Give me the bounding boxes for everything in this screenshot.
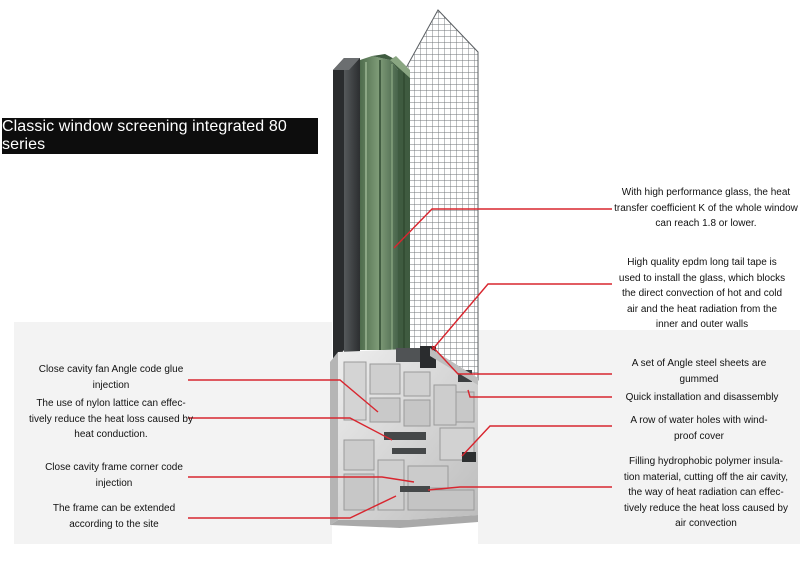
callout-nylon-lattice: The use of nylon lattice can effec- tive… (28, 396, 194, 443)
callout-line: A row of water holes with wind- (630, 415, 768, 426)
callout-line: the direct convection of hot and cold (621, 288, 783, 299)
callout-line: The frame can be extended (52, 503, 176, 514)
callout-line: tion material, cutting off the air cavit… (623, 471, 789, 483)
callout-line: can reach 1.8 or lower. (655, 218, 757, 229)
callout-line: With high performance glass, the heat (621, 187, 791, 198)
callout-line: air and the heat radiation from the (626, 303, 778, 315)
leader-lines-right (393, 208, 612, 491)
callout-line: according to the site (69, 518, 159, 530)
callout-line: High quality epdm long tail tape is (627, 257, 777, 268)
callout-quick-install: Quick installation and disassembly (614, 390, 790, 406)
profile-cross-section (330, 346, 478, 528)
callout-line: Close cavity frame corner code (45, 462, 183, 473)
callout-line: tively reduce the heat loss caused by (29, 413, 193, 425)
callout-line: The use of nylon lattice can effec- (36, 398, 186, 409)
callout-line: heat conduction. (74, 429, 148, 440)
right-background-panel (478, 330, 800, 544)
callout-line: Filling hydrophobic polymer insula- (629, 456, 783, 467)
callout-line: air convection (675, 518, 737, 529)
callout-line: used to install the glass, which blocks (618, 272, 786, 284)
callout-line: inner and outer walls (655, 319, 749, 330)
callout-angle-steel: A set of Angle steel sheets are gummed (614, 356, 784, 387)
callout-line: proof cover (673, 430, 725, 442)
callout-line: injection (92, 379, 130, 391)
callout-line: injection (95, 477, 133, 489)
callout-glass-k: With high performance glass, the heat tr… (612, 185, 800, 232)
insulated-glass-panes (360, 54, 410, 352)
callout-frame-extended: The frame can be extended according to t… (44, 501, 184, 532)
callout-water-holes: A row of water holes with wind- proof co… (614, 413, 784, 444)
callout-line: tively reduce the heat loss caused by (624, 502, 788, 514)
callout-line: transfer coefficient K of the whole wind… (614, 202, 798, 214)
callout-line: A set of Angle steel sheets are (631, 358, 767, 369)
callout-line: Quick installation and disassembly (625, 392, 779, 403)
callout-polymer-fill: Filling hydrophobic polymer insula- tion… (612, 454, 800, 532)
callout-line: the way of heat radiation can effec- (628, 487, 784, 498)
left-background-panel (14, 322, 332, 544)
callout-line: Close cavity fan Angle code glue (38, 364, 184, 375)
callout-fan-corner-glue: Close cavity fan Angle code glue injecti… (34, 362, 188, 393)
aluminium-outer-frame (333, 58, 360, 365)
callout-line: gummed (679, 373, 719, 385)
leader-lines-left (188, 379, 415, 519)
callout-frame-corner-code: Close cavity frame corner code injection (40, 460, 188, 491)
page-title: Classic window screening integrated 80 s… (2, 118, 318, 154)
callout-epdm-tape: High quality epdm long tail tape is used… (610, 255, 794, 333)
